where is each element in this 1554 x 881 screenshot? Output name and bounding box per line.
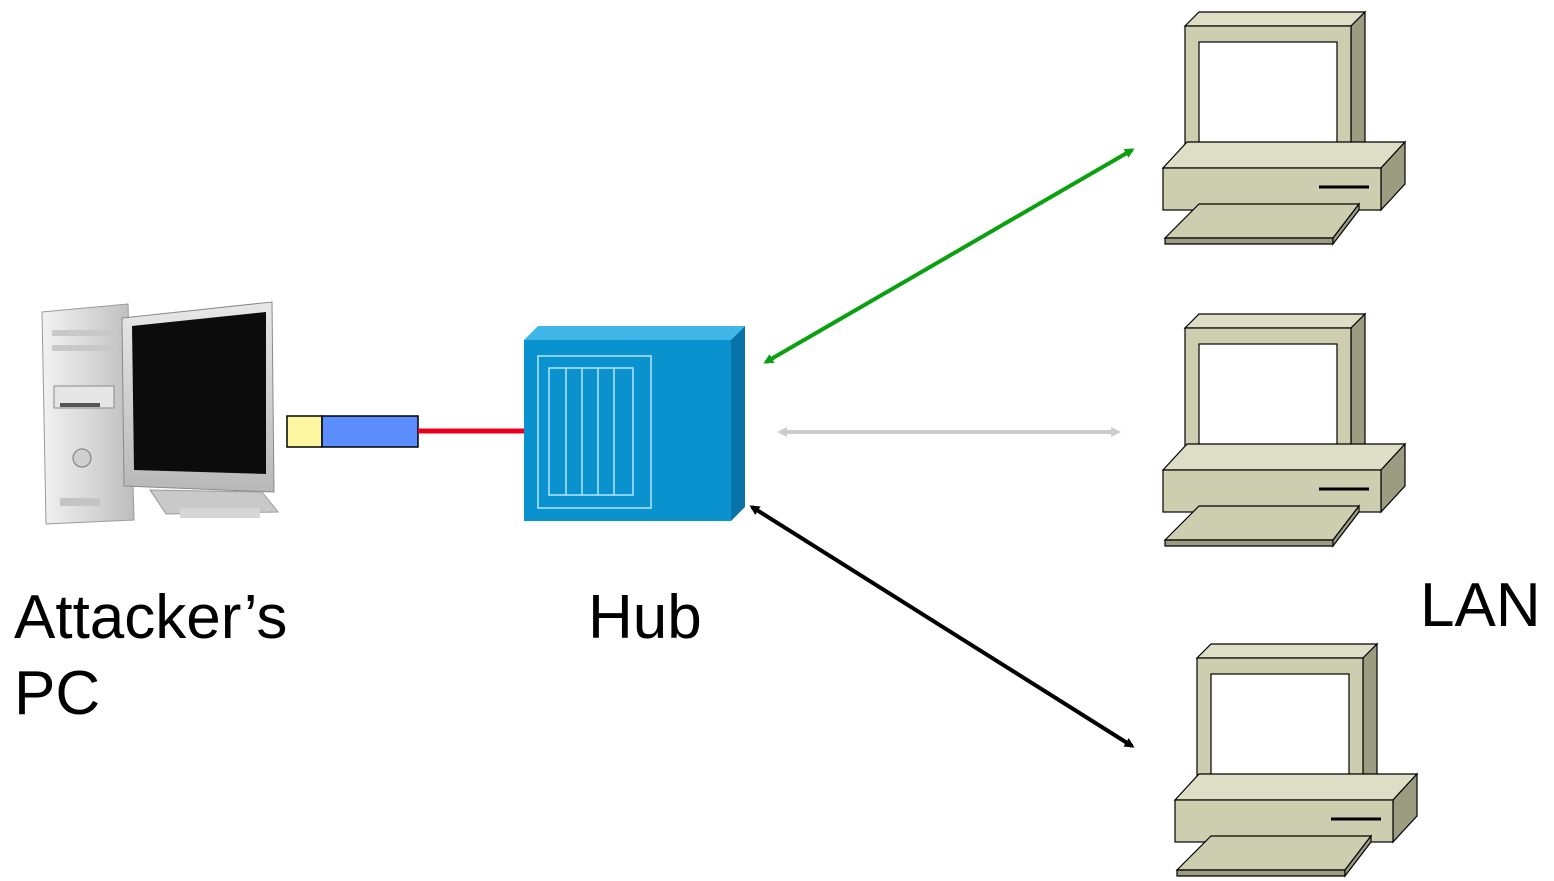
workstation-keyboard-front bbox=[1164, 539, 1334, 547]
workstation-icon bbox=[1161, 312, 1407, 548]
workstation-monitor-side bbox=[1350, 10, 1366, 160]
attacker-pc-icon bbox=[41, 301, 280, 525]
workstation-monitor-side bbox=[1362, 642, 1378, 792]
workstation-keyboard bbox=[1163, 505, 1361, 541]
workstation-keyboard bbox=[1163, 203, 1361, 239]
workstation-base-top bbox=[1161, 141, 1407, 169]
black-link-arrow bbox=[749, 505, 1135, 748]
workstation-monitor-top bbox=[1183, 313, 1367, 329]
workstation-base-front bbox=[1174, 799, 1394, 843]
workstation-monitor-top bbox=[1195, 643, 1379, 659]
workstation-keyboard-side bbox=[1332, 202, 1360, 246]
workstation-monitor-side bbox=[1350, 312, 1366, 462]
workstation-keyboard-front bbox=[1164, 237, 1334, 245]
attacker-pc-label-line1: Attacker’s bbox=[14, 583, 288, 652]
workstation-icon bbox=[1173, 642, 1419, 878]
network-cable-plug-icon bbox=[286, 415, 524, 448]
workstation-keyboard-side bbox=[1344, 834, 1372, 878]
workstation-base-top bbox=[1161, 443, 1407, 471]
attacker-pc-label: Attacker’s PC bbox=[14, 580, 287, 731]
workstation-monitor-screen bbox=[1210, 673, 1350, 779]
green-link-arrow bbox=[763, 148, 1135, 364]
lan-label: LAN bbox=[1420, 571, 1541, 640]
hub-icon bbox=[524, 326, 745, 521]
workstation-base-top bbox=[1173, 773, 1419, 801]
workstation-keyboard-front bbox=[1176, 869, 1346, 877]
workstation-icon bbox=[1161, 10, 1407, 246]
workstation-keyboard bbox=[1175, 835, 1373, 871]
attacker-pc-label-line2: PC bbox=[14, 658, 101, 728]
workstation-base-front bbox=[1162, 469, 1382, 513]
workstation-monitor-screen bbox=[1198, 343, 1338, 449]
workstation-monitor-top bbox=[1183, 11, 1367, 27]
hub-label: Hub bbox=[588, 583, 702, 652]
workstation-keyboard-side bbox=[1332, 504, 1360, 548]
workstation-monitor-screen bbox=[1198, 41, 1338, 147]
workstation-base-front bbox=[1162, 167, 1382, 211]
